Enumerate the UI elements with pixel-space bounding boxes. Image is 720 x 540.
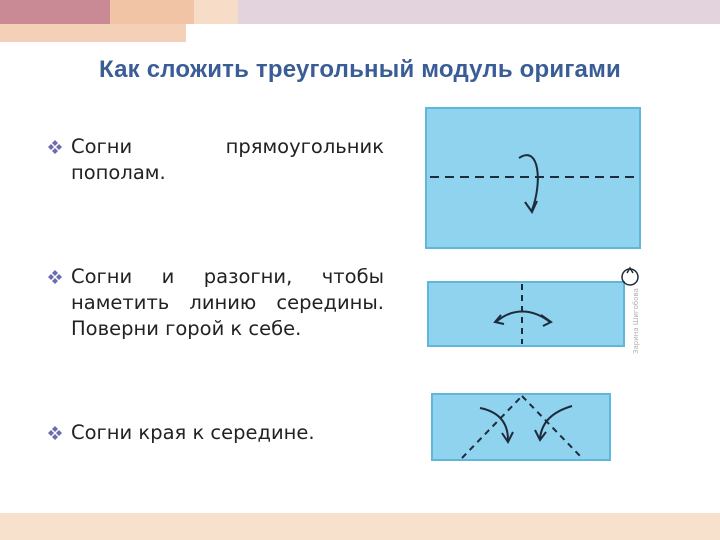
fold-edges-illustration xyxy=(430,390,614,464)
diamond-bullet-icon xyxy=(48,270,62,284)
step-3-text: Согни края к середине. xyxy=(71,421,315,444)
step-2: Согни и разогни, чтобы наметить линию се… xyxy=(48,264,384,342)
step-2-text: Согни и разогни, чтобы наметить линию се… xyxy=(71,265,384,340)
top-decoration-block xyxy=(0,24,186,42)
fold-in-half-illustration xyxy=(424,106,644,252)
diamond-bullet-icon xyxy=(48,140,62,154)
step-3: Согни края к середине. xyxy=(48,420,384,446)
mark-middle-line-illustration: Зарина Шигобова xyxy=(424,264,648,356)
slide-title: Как сложить треугольный модуль оригами xyxy=(98,56,622,83)
watermark-text: Зарина Шигобова xyxy=(632,288,640,354)
top-decoration-bar xyxy=(0,0,720,42)
top-decoration-block xyxy=(194,0,238,24)
step-1-text: Согни прямоугольник пополам. xyxy=(71,135,384,184)
diamond-bullet-icon xyxy=(48,426,62,440)
top-decoration-block xyxy=(0,0,110,24)
bottom-decoration-bar xyxy=(0,513,720,540)
top-decoration-block xyxy=(110,0,194,24)
step-1: Согни прямоугольник пополам. xyxy=(48,134,384,186)
